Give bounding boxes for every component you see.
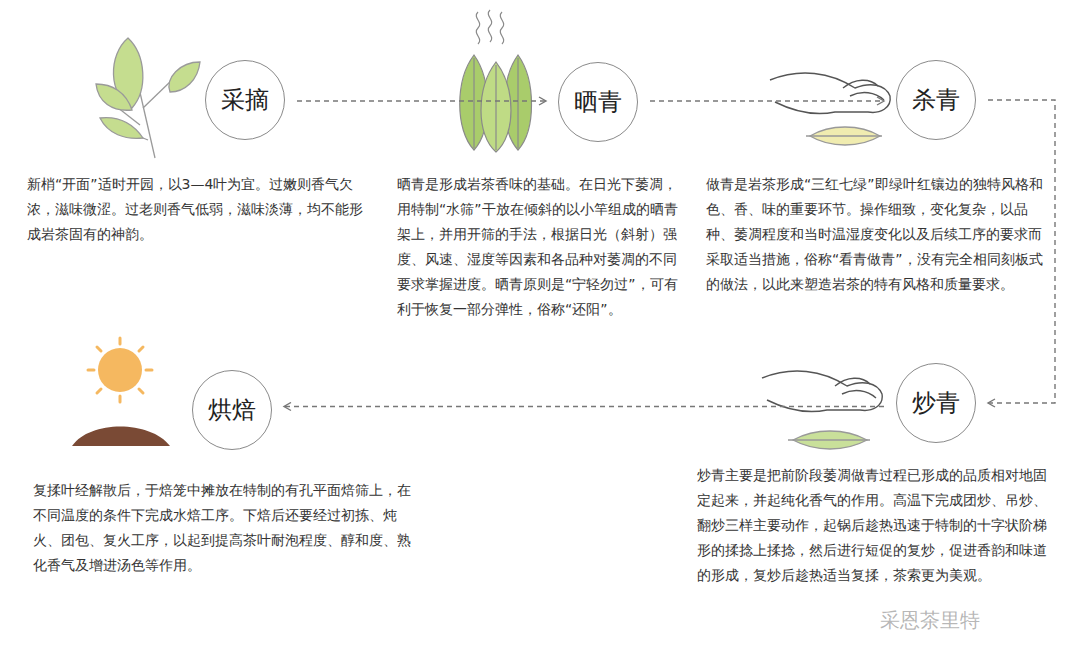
step-name: 杀青 xyxy=(912,88,960,112)
dashed-arrow xyxy=(297,100,546,101)
step-description: 做青是岩茶形成“三红七绿”即绿叶红镶边的独特风格和色、香、味的重要环节。操作细致… xyxy=(706,172,1046,297)
step-circle: 采摘 xyxy=(205,60,285,140)
step-name: 采摘 xyxy=(221,88,269,112)
step-description: 复揉叶经解散后，于焙笼中摊放在特制的有孔平面焙筛上，在不同温度的条件下完成水焙工… xyxy=(33,478,421,578)
step-circle: 炒青 xyxy=(896,363,976,443)
tea-sprig xyxy=(96,38,200,158)
step-circle: 晒青 xyxy=(558,62,638,142)
step-name: 烘焙 xyxy=(208,398,256,422)
sun-and-soil xyxy=(72,338,170,446)
step-name: 晒青 xyxy=(574,90,622,114)
watermark: 采恩茶里特 xyxy=(880,607,980,634)
hand-with-leaf xyxy=(770,73,890,145)
step-circle: 烘焙 xyxy=(192,370,272,450)
dashed-arrow xyxy=(650,100,884,101)
withering-leaves xyxy=(460,10,532,152)
step-description: 炒青主要是把前阶段萎凋做青过程已形成的品质相对地固定起来，并起纯化香气的作用。高… xyxy=(697,463,1049,588)
hand-with-leaf xyxy=(762,371,882,449)
step-description: 晒青是形成岩茶香味的基础。在日光下萎凋，用特制“水筛”干放在倾斜的以小竿组成的晒… xyxy=(397,172,689,322)
dashed-arrow xyxy=(284,406,884,407)
step-circle: 杀青 xyxy=(896,60,976,140)
step-name: 炒青 xyxy=(912,391,960,415)
step-description: 新梢“开面”适时开园，以3—4叶为宜。过嫩则香气欠浓，滋味微涩。过老则香气低弱，… xyxy=(27,172,372,247)
